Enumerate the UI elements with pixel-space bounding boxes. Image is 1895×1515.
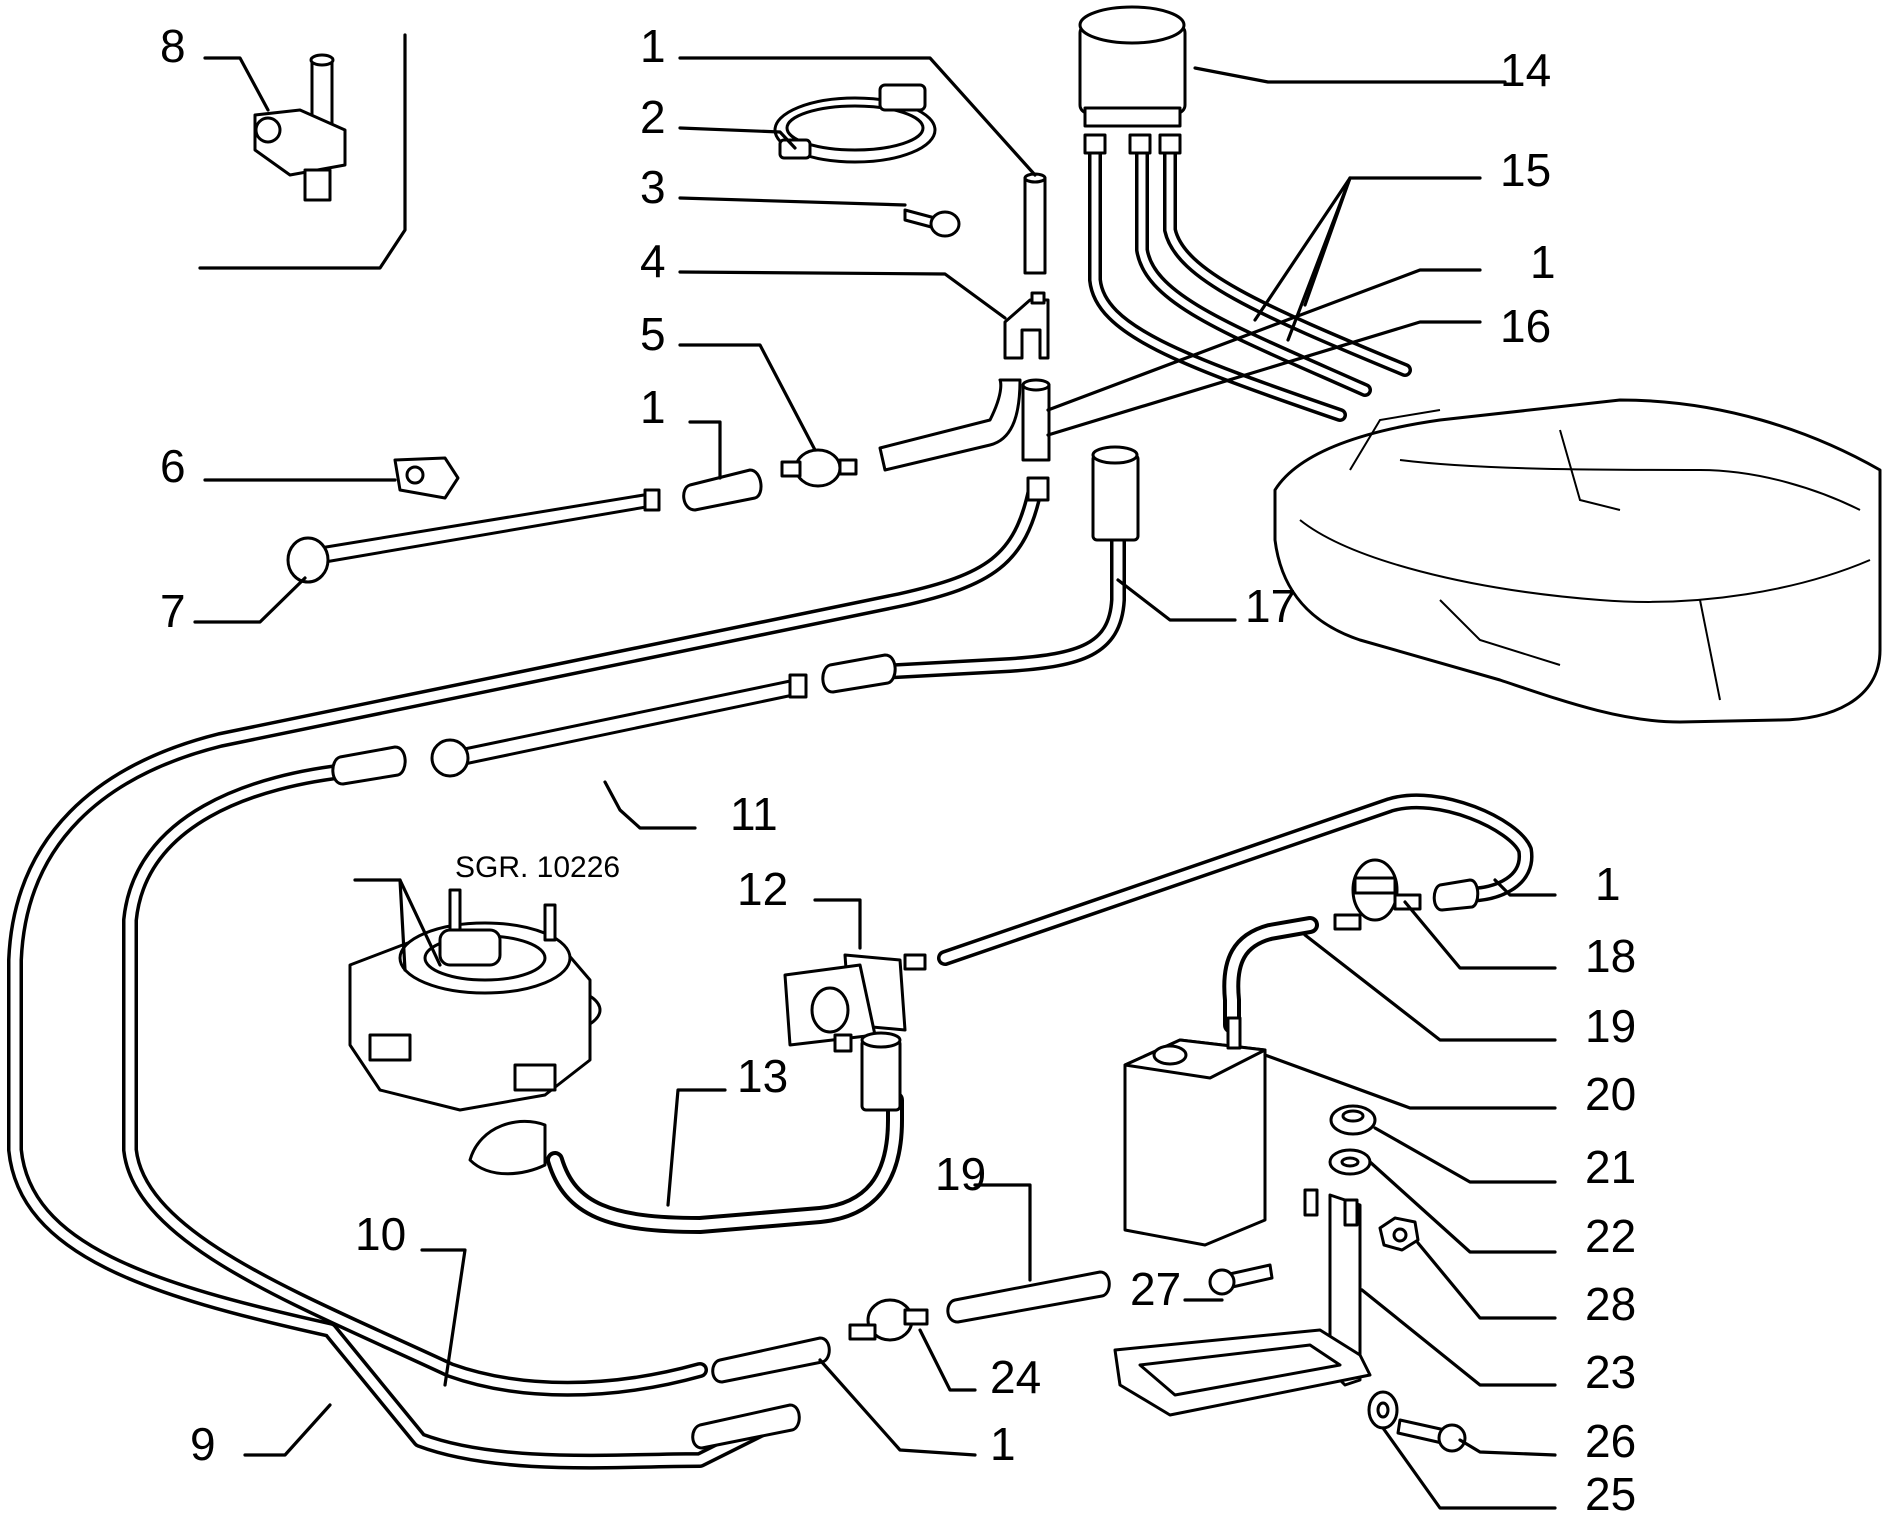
sleeve-1-top <box>1023 172 1047 275</box>
callout-24: 24 <box>990 1351 1041 1403</box>
callout-8: 8 <box>160 20 186 72</box>
callout-3: 3 <box>640 161 666 213</box>
callout-26: 26 <box>1585 1415 1636 1467</box>
check-valve-24 <box>848 1298 929 1342</box>
hoses-15 <box>1088 143 1412 422</box>
callout-1: 1 <box>640 20 666 72</box>
callout-7: 7 <box>160 585 186 637</box>
callout-1: 1 <box>1530 236 1556 288</box>
screw-3 <box>903 208 961 238</box>
fuel-tank <box>1273 398 1882 724</box>
breather-pipe-7 <box>286 488 661 584</box>
callout-28: 28 <box>1585 1278 1636 1330</box>
callout-10: 10 <box>355 1208 406 1260</box>
throttle-body-sgr-10226 <box>348 888 602 1176</box>
callout-1: 1 <box>1595 858 1621 910</box>
sleeve-13 <box>860 1031 902 1112</box>
nut-21 <box>1329 1104 1377 1136</box>
callout-19: 19 <box>935 1148 986 1200</box>
valve-18 <box>1333 858 1422 931</box>
callout-4: 4 <box>640 235 666 287</box>
fittings <box>198 5 1882 1453</box>
pipe-11 <box>430 673 808 778</box>
washer-25 <box>1367 1390 1399 1430</box>
callout-25: 25 <box>1585 1468 1636 1515</box>
reference-label: SGR. 10226 <box>455 851 620 884</box>
callout-12: 12 <box>737 863 788 915</box>
callout-1: 1 <box>640 381 666 433</box>
callout-14: 14 <box>1500 44 1551 96</box>
hoses <box>7 143 1534 1470</box>
bracket-23 <box>1113 1188 1372 1417</box>
sleeves-11 <box>331 653 897 786</box>
hose-19-upper <box>1222 916 1319 1034</box>
callout-9: 9 <box>190 1418 216 1470</box>
clamp-2 <box>773 83 937 164</box>
hose-10 <box>122 762 708 1397</box>
hose-17 <box>872 532 1126 680</box>
callout-18: 18 <box>1585 930 1636 982</box>
washer-22 <box>1328 1148 1372 1176</box>
bolt-27 <box>1208 1263 1274 1296</box>
tee-4 <box>1003 291 1050 360</box>
grommet-6 <box>393 456 460 500</box>
callout-6: 6 <box>160 440 186 492</box>
hose-1-upper-right <box>937 793 1534 966</box>
canister-20 <box>1123 1016 1267 1247</box>
callout-1: 1 <box>990 1418 1016 1470</box>
callout-27: 27 <box>1130 1263 1181 1315</box>
callout-23: 23 <box>1585 1346 1636 1398</box>
callout-labels: 8 1 2 3 4 5 1 6 7 14 15 1 16 17 11 12 1 … <box>160 20 1636 1515</box>
sleeve-16 <box>878 378 1051 502</box>
callout-15: 15 <box>1500 144 1551 196</box>
callout-5: 5 <box>640 308 666 360</box>
callout-20: 20 <box>1585 1068 1636 1120</box>
solenoid-valve-12 <box>783 953 927 1053</box>
callout-17: 17 <box>1245 580 1296 632</box>
hose-13 <box>546 1091 904 1234</box>
callout-19: 19 <box>1585 1000 1636 1052</box>
multi-valve-14 <box>1078 5 1187 155</box>
nut-28 <box>1378 1216 1420 1252</box>
callout-11: 11 <box>730 788 778 840</box>
sleeve-17 <box>1091 445 1140 542</box>
sleeves-lower-1 <box>691 1336 831 1450</box>
sleeve-19-lower <box>946 1270 1111 1324</box>
callout-2: 2 <box>640 91 666 143</box>
callout-16: 16 <box>1500 300 1551 352</box>
sleeve-1-mid <box>682 468 763 512</box>
hose-9 <box>7 482 1043 1470</box>
sleeve-19-upper <box>1432 878 1480 912</box>
vent-valve-8 <box>198 33 407 270</box>
bolt-26 <box>1396 1418 1467 1453</box>
callout-21: 21 <box>1585 1141 1636 1193</box>
leader-lines <box>193 56 1557 1510</box>
check-valve-5 <box>780 448 858 488</box>
callout-13: 13 <box>737 1050 788 1102</box>
callout-22: 22 <box>1585 1210 1636 1262</box>
